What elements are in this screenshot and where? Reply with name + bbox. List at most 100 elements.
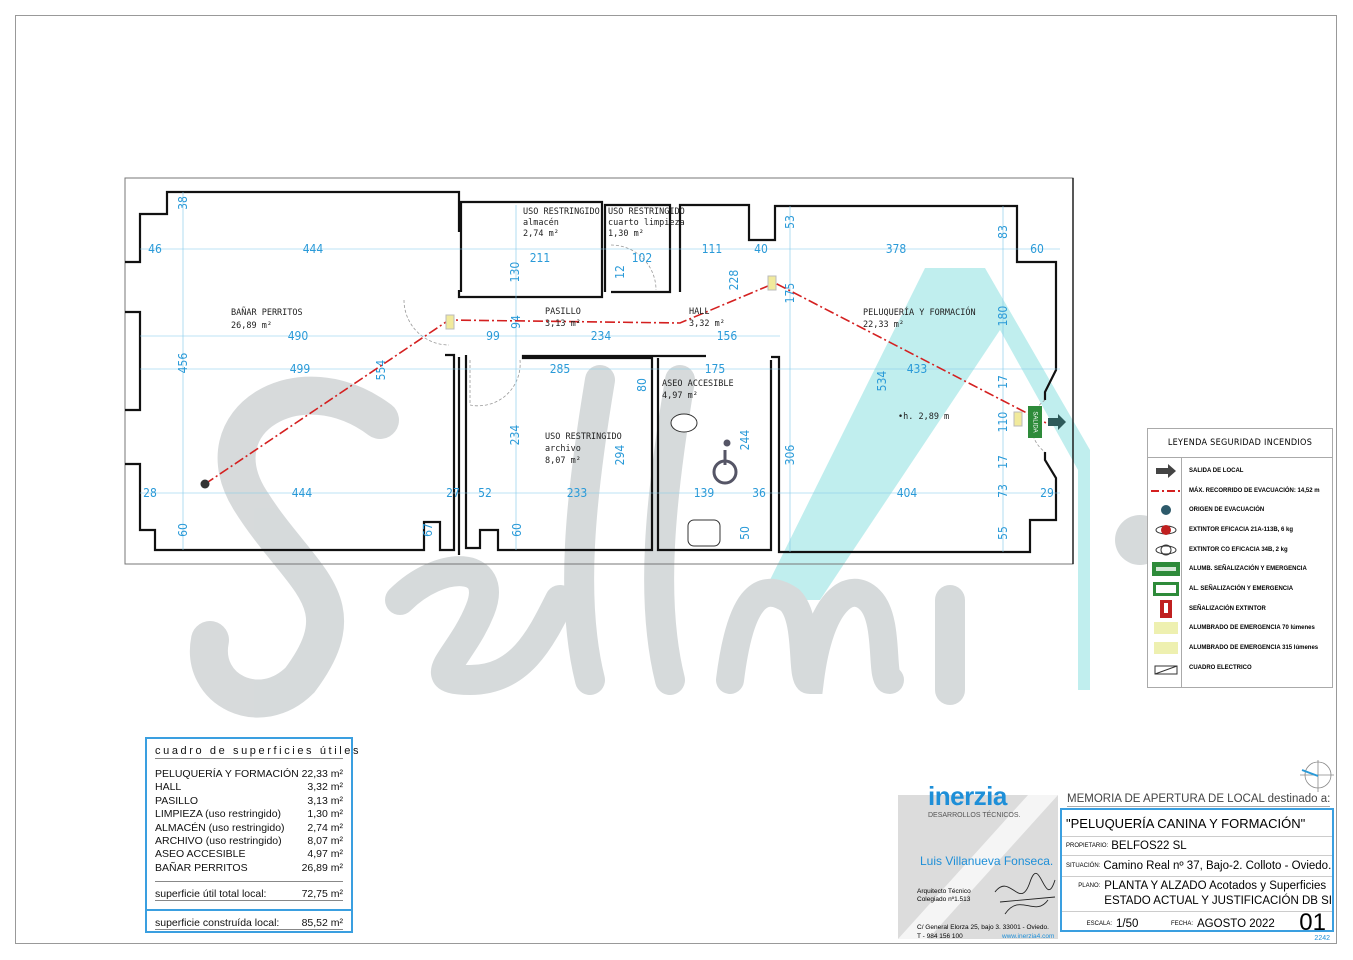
location-label: SITUACIÓN: [1066, 863, 1101, 869]
legend-item: EXTINTOR EFICACIA 21A-113B, 6 kg [1148, 520, 1332, 540]
built-label: superficie construída local: [155, 917, 280, 930]
location-value: Camino Real nº 37, Bajo-2. Colloto - Ovi… [1103, 860, 1332, 872]
dimension-label: 12 [613, 265, 627, 279]
dimension-label: 175 [783, 283, 797, 304]
walls [125, 178, 1074, 564]
dimension-label: 40 [754, 242, 768, 256]
dimension-label: 102 [632, 251, 653, 265]
room-name: USO RESTRINGIDO [545, 432, 622, 442]
dimension-label: 55 [996, 526, 1010, 540]
dimension-lines [140, 192, 1060, 552]
dimension-label: 53 [783, 215, 797, 229]
sink-icon [687, 519, 721, 547]
total-value: 72,75 m² [301, 888, 343, 901]
website-link[interactable]: www.inerzia4.com [1002, 933, 1055, 940]
legend-item: AL. SEÑALIZACIÓN Y EMERGENCIA [1148, 579, 1332, 599]
total-useful-row: superficie útil total local:72,75 m² [155, 881, 343, 902]
scale-value: 1/50 [1116, 918, 1139, 930]
wheelchair-icon [712, 450, 738, 485]
surface-row: ASEO ACCESIBLE 4,97 m² [155, 848, 343, 861]
legend-title: LEYENDA SEGURIDAD INCENDIOS [1148, 429, 1332, 458]
wheelchair-head [723, 439, 731, 447]
extinguisher-sign-icon [1148, 599, 1184, 618]
dimension-label: 456 [176, 353, 190, 374]
room-name: USO RESTRINGIDO [608, 207, 685, 217]
dimension-label: 99 [486, 329, 500, 343]
legend-label: CUADRO ELECTRICO [1189, 664, 1252, 671]
dimension-label: 234 [508, 425, 522, 446]
room-name: BAÑAR PERRITOS [231, 307, 303, 318]
room-area: 4,97 m² [662, 391, 698, 401]
dimension-label: 499 [290, 362, 311, 376]
dimension-label: 38 [176, 196, 190, 210]
room-name: USO RESTRINGIDO [523, 207, 600, 217]
dimension-label: 50 [738, 526, 752, 540]
dimension-label: 94 [509, 315, 523, 329]
dimension-label: 444 [303, 242, 324, 256]
legend-item: ALUMBRADO DE EMERGENCIA 315 lúmenes [1148, 638, 1332, 658]
plan-line-1: PLANTA Y ALZADO Acotados y Superficies [1104, 880, 1327, 892]
dimension-label: 554 [374, 360, 388, 381]
room-area: 3,13 m² [545, 319, 581, 329]
drawing-code: 2242 [1314, 935, 1330, 942]
built-value: 85,52 m² [301, 917, 343, 930]
co2-extinguisher-icon [1148, 543, 1184, 557]
scale-label: ESCALA: [1086, 921, 1112, 927]
surface-name: BAÑAR PERRITOS [155, 861, 248, 874]
dimension-label: 46 [148, 242, 162, 256]
inerzia-logo: inerzia [928, 781, 1007, 811]
dimension-label: 139 [694, 486, 715, 500]
toilet-icon [670, 413, 698, 433]
surface-name: PELUQUERÍA Y FORMACIÓN [155, 768, 299, 780]
legend-label: ALUMBRADO DE EMERGENCIA 70 lúmenes [1189, 625, 1315, 632]
surface-value: 4,97 m² [307, 848, 343, 861]
legend-label: EXTINTOR EFICACIA 21A-113B, 6 kg [1189, 526, 1294, 533]
dimension-label: 433 [907, 362, 928, 376]
surface-value: 1,30 m² [307, 808, 343, 821]
owner-value: BELFOS22 SL [1111, 840, 1187, 852]
salida-sign-icon [1028, 406, 1042, 438]
dimension-label: 130 [508, 262, 522, 283]
surface-value: 3,13 m² [307, 794, 343, 807]
legend-item: ORIGEN DE EVACUACIÓN [1148, 500, 1332, 520]
surface-value: 2,74 m² [307, 821, 343, 834]
dimension-label: 83 [996, 225, 1010, 239]
electrical-panel-icon [1148, 661, 1184, 675]
phone: T - 984 156 100 [917, 933, 963, 940]
north-arrow-icon [1300, 760, 1334, 792]
legend-label: ALUMBRADO DE EMERGENCIA 315 lúmenes [1189, 645, 1319, 652]
emergency-light-icon [767, 275, 777, 291]
dimension-label: 29 [1040, 486, 1054, 500]
room-area: 1,30 m² [608, 229, 644, 239]
dimension-label: 60 [176, 523, 190, 537]
dimension-label: 60 [510, 523, 524, 537]
legend-label: ALUMB. SEÑALIZACIÓN Y EMERGENCIA [1189, 566, 1307, 573]
surface-row: ALMACÉN (uso restringido)2,74 m² [155, 822, 343, 835]
surface-name: ARCHIVO (uso restringido) [155, 834, 282, 847]
room-name: ASEO ACCESIBLE [662, 379, 734, 389]
legend-label: ORIGEN DE EVACUACIÓN [1189, 507, 1265, 514]
dimension-label: 306 [783, 445, 797, 466]
surface-value: 3,32 m² [307, 781, 343, 794]
fire-safety-legend: LEYENDA SEGURIDAD INCENDIOS SALIDA DE LO… [1147, 428, 1333, 688]
legend-item: SALIDA DE LOCAL [1148, 461, 1332, 481]
room-sub: archivo [545, 444, 581, 454]
project-name: "PELUQUERÍA CANINA Y FORMACIÓN" [1062, 810, 1332, 837]
room-name: PASILLO [545, 307, 581, 317]
dimension-label: 60 [1030, 242, 1044, 256]
exit-sign-text: SALIDA [1031, 411, 1037, 432]
legend-item: ALUMB. SEÑALIZACIÓN Y EMERGENCIA [1148, 559, 1332, 579]
dimension-label: 490 [288, 329, 309, 343]
exit-arrow-icon [1048, 414, 1066, 430]
room-name: HALL [689, 307, 709, 317]
emergency-light-icon [1013, 411, 1023, 427]
surface-name: ASEO ACCESIBLE [155, 848, 246, 861]
room-area: 2,74 m² [523, 229, 559, 239]
dimension-label: 211 [530, 251, 551, 265]
surface-value: 8,07 m² [307, 834, 343, 847]
